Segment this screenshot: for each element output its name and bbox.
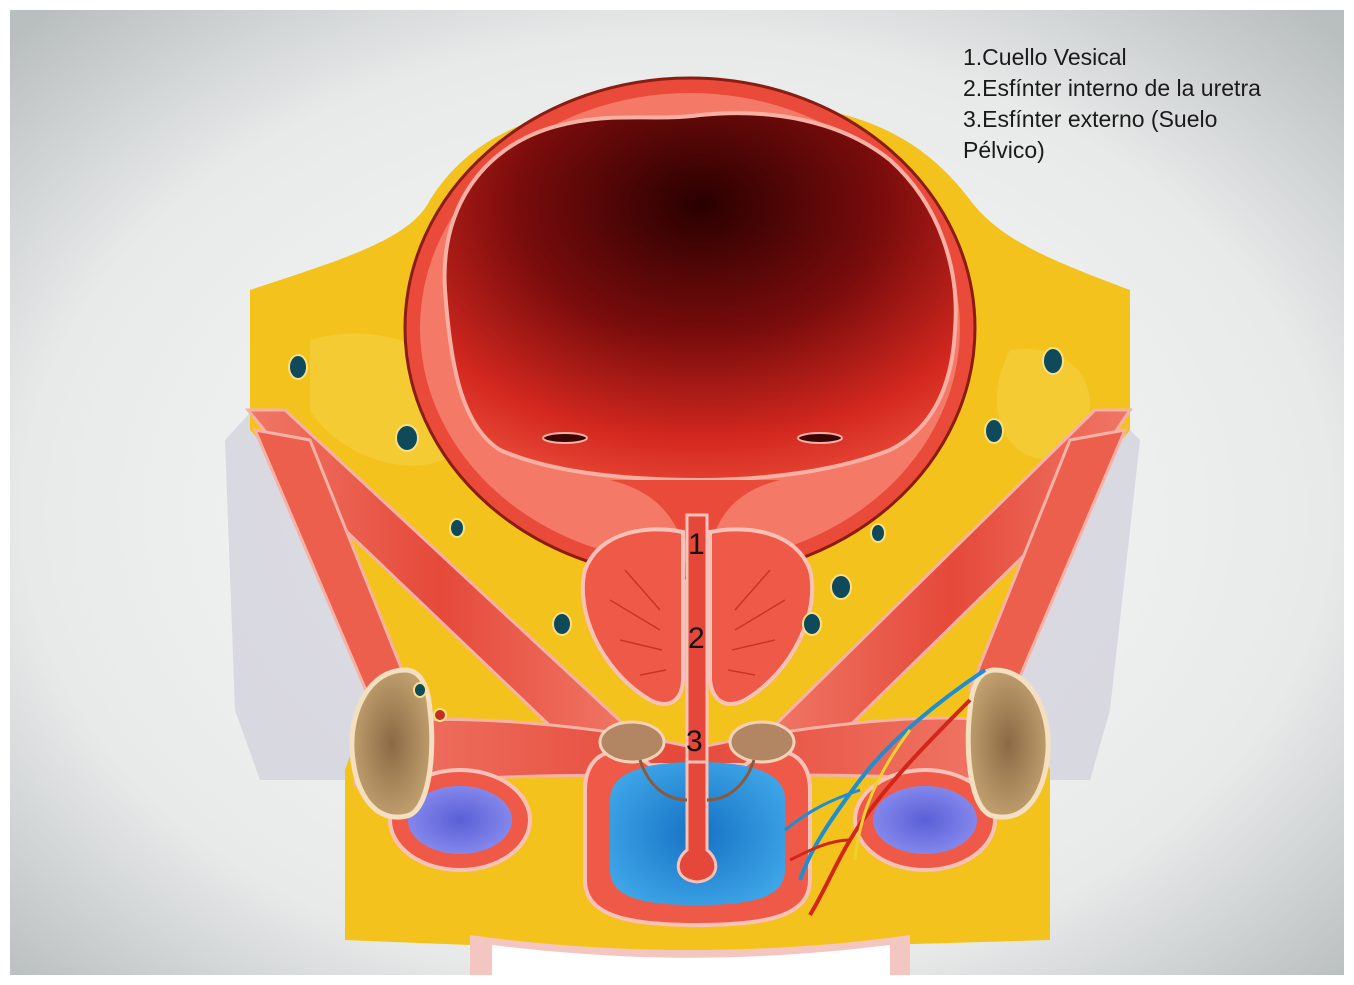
marker-2-internal-sphincter: 2 bbox=[688, 624, 705, 654]
legend-item-3-line1: 3.Esfínter externo (Suelo bbox=[963, 104, 1343, 135]
gland-right bbox=[730, 722, 794, 762]
gland-left bbox=[600, 722, 664, 762]
diagram-frame: 1 2 3 1.Cuello Vesical 2.Esfínter intern… bbox=[10, 10, 1344, 975]
legend: 1.Cuello Vesical 2.Esfínter interno de l… bbox=[963, 42, 1343, 166]
ureteric-orifice-right bbox=[798, 433, 842, 443]
bladder-lumen bbox=[445, 113, 956, 480]
legend-item-3-line2: Pélvico) bbox=[963, 135, 1343, 166]
legend-item-2: 2.Esfínter interno de la uretra bbox=[963, 73, 1343, 104]
marker-3-external-sphincter: 3 bbox=[686, 727, 703, 757]
legend-item-1: 1.Cuello Vesical bbox=[963, 42, 1343, 73]
ischium-right bbox=[968, 670, 1048, 817]
ureteric-orifice-left bbox=[543, 433, 587, 443]
marker-1-bladder-neck: 1 bbox=[688, 530, 705, 560]
